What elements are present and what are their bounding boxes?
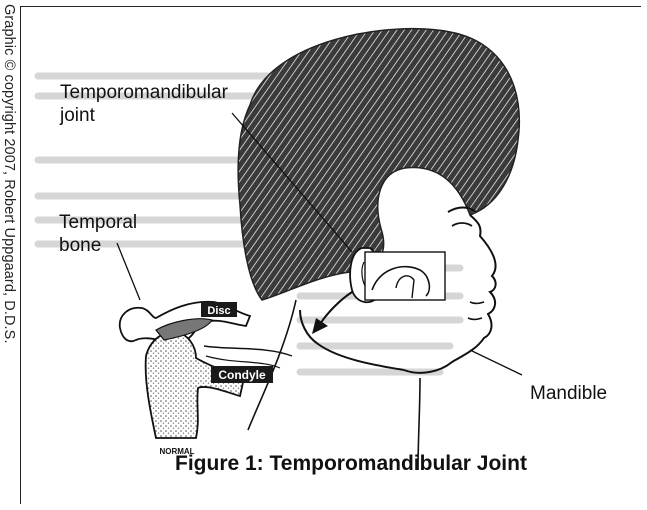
mandible-leader-line	[470, 350, 522, 375]
tmj-label-line1: Temporomandibular	[60, 81, 228, 104]
temporal-label-line1: Temporal	[59, 211, 137, 234]
temporal-bone-label: Temporal bone	[59, 211, 137, 257]
disc-label: Disc	[207, 305, 230, 317]
joint-closeup: Disc Condyle NORMAL	[120, 302, 292, 456]
mandible-label: Mandible	[530, 382, 607, 405]
eye	[452, 223, 472, 226]
lips	[468, 302, 484, 320]
neck-line	[248, 300, 420, 470]
tmj-label-line2: joint	[60, 104, 228, 127]
condyle-label: Condyle	[218, 368, 266, 382]
temporal-label-line2: bone	[59, 234, 137, 257]
figure-caption: Figure 1: Temporomandibular Joint	[175, 452, 527, 476]
tmj-label: Temporomandibular joint	[60, 81, 228, 127]
